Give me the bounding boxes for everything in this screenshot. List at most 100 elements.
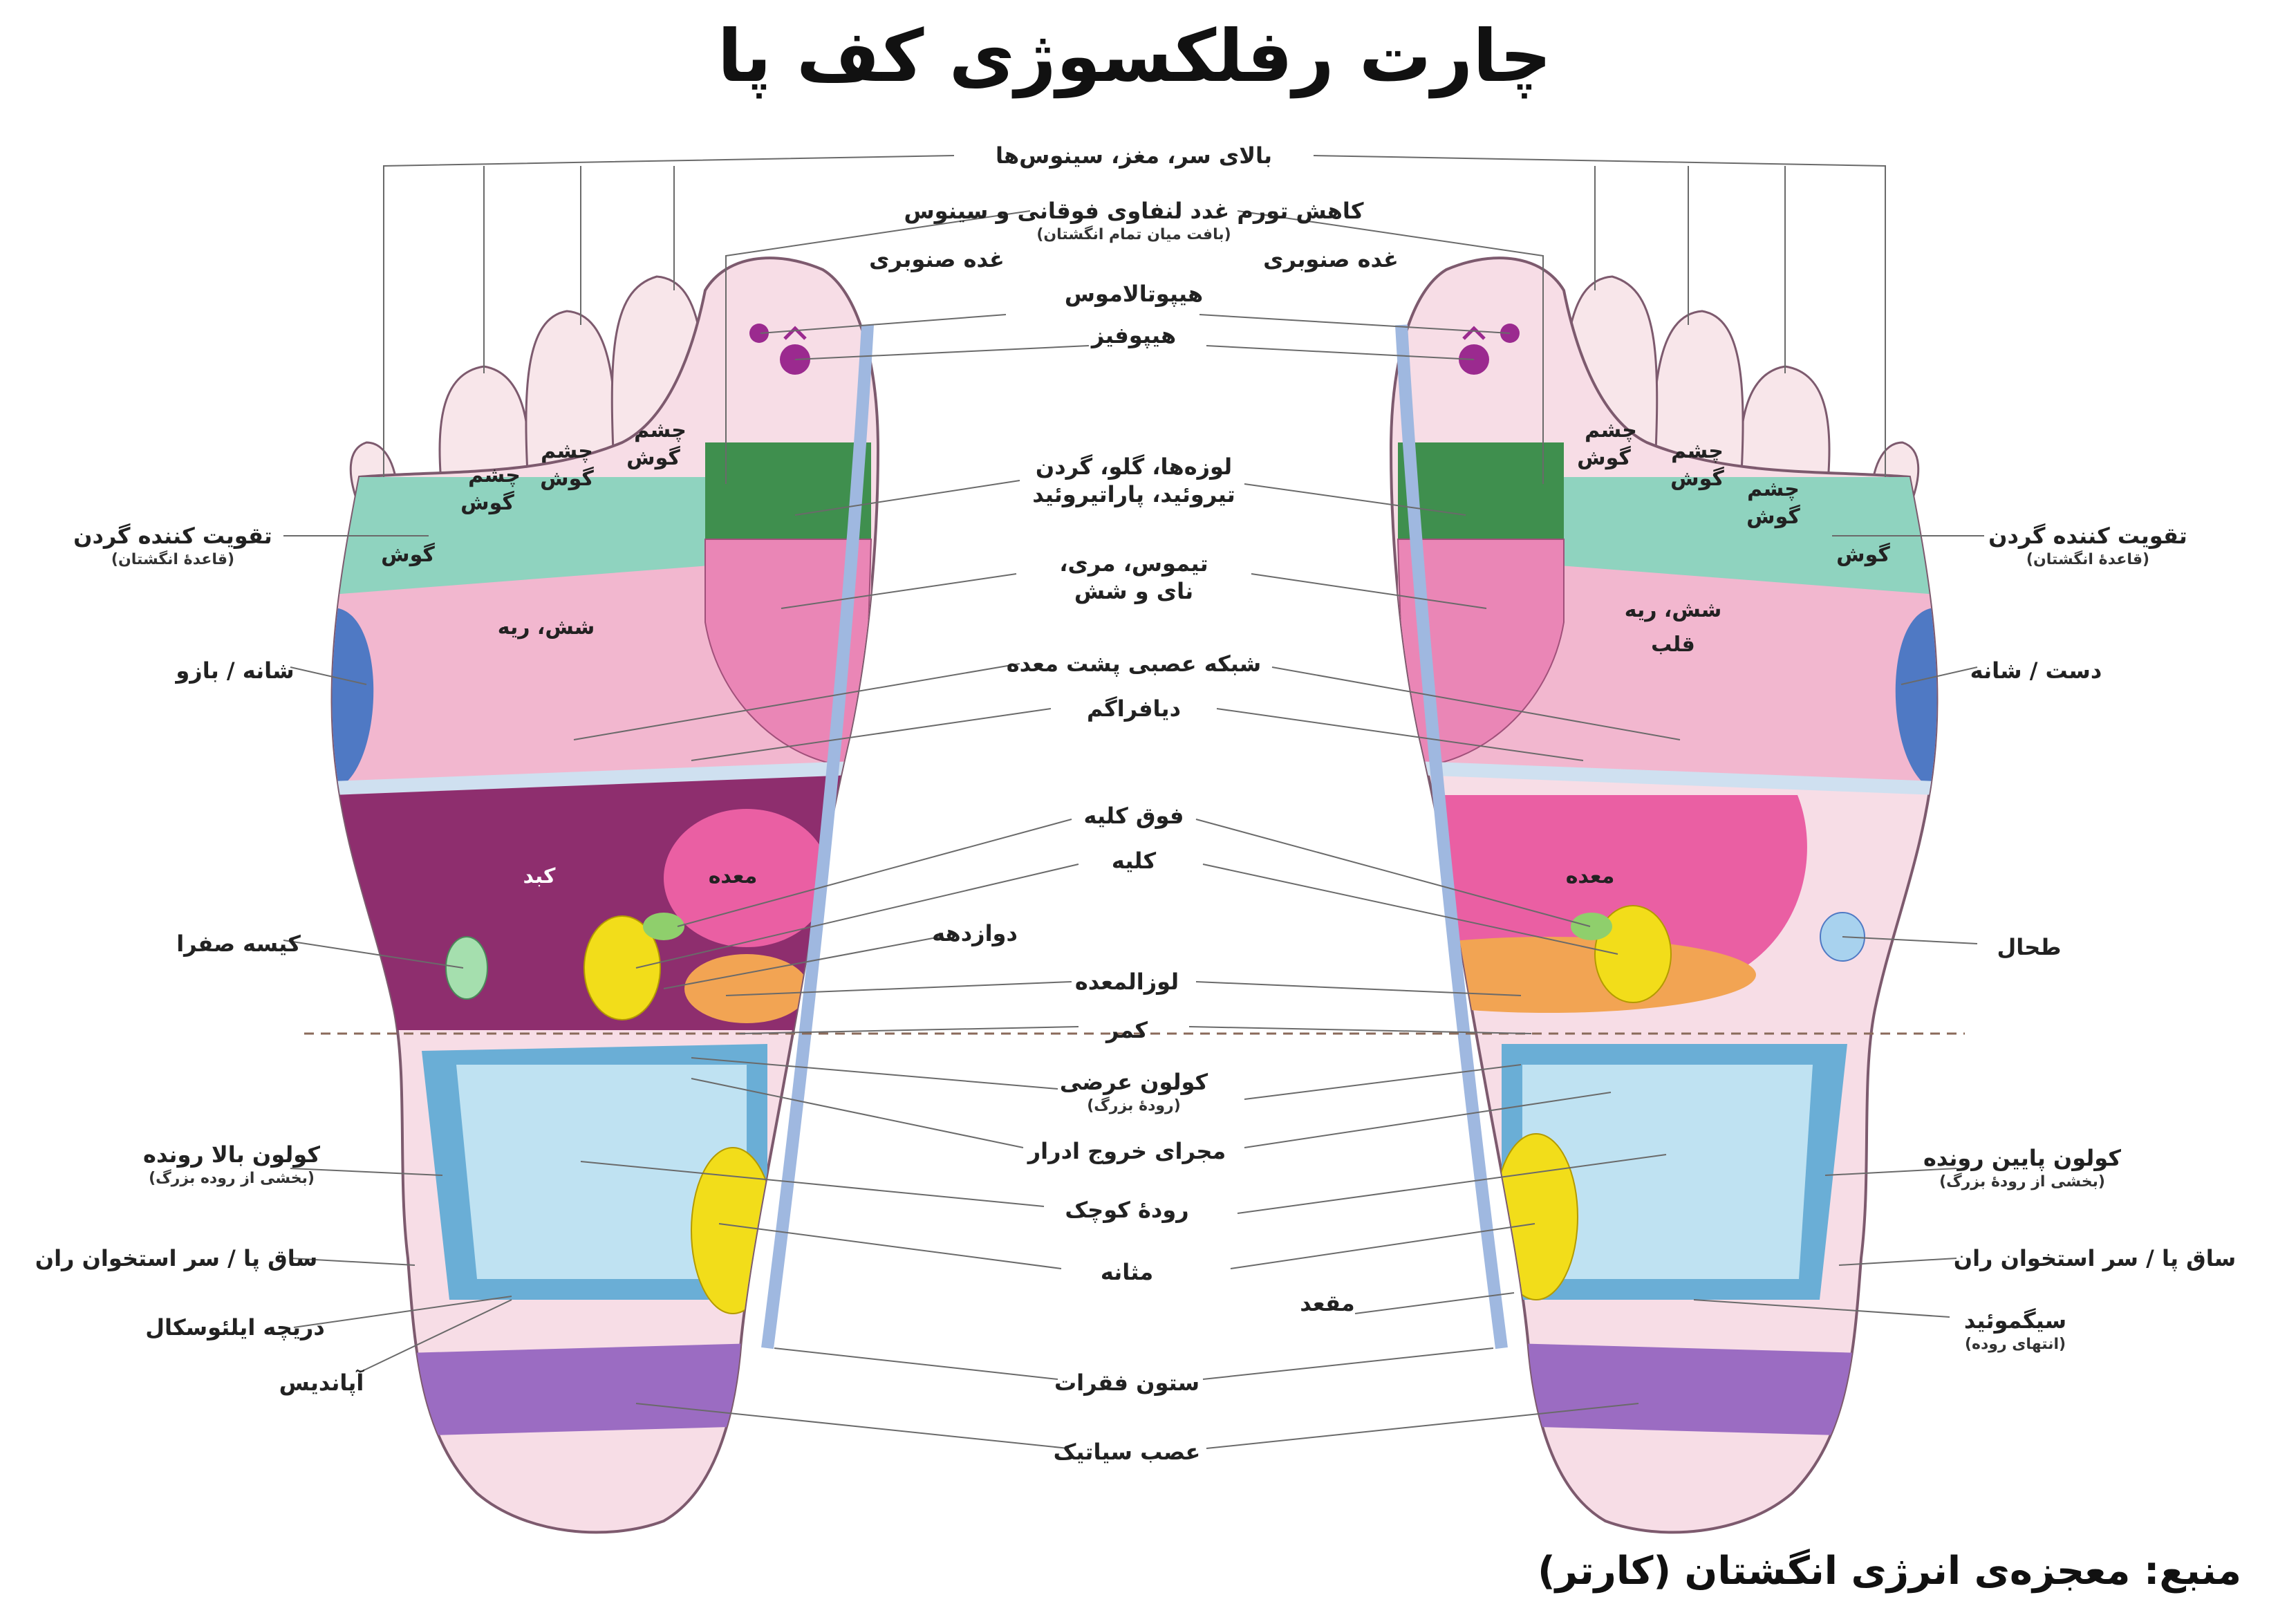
zone-ear-2: گوش (540, 467, 594, 491)
zone-liver: کبد (523, 864, 556, 888)
leader-line (1901, 666, 1978, 685)
label-hand-shoulder: دست / شانه (1970, 657, 2102, 684)
zone-ear-r2: گوش (1670, 467, 1724, 491)
leader-line (691, 1078, 1024, 1148)
leader-line (290, 1168, 443, 1176)
left-zones (332, 442, 872, 1438)
leader-line (573, 663, 1020, 740)
leader-line (691, 708, 1052, 761)
label-lymph: کاهش تورم غدد لنفاوی فوقانی و سینوس(بافت… (904, 198, 1364, 243)
label-duodenum: دوازدهه (932, 920, 1018, 946)
leader-line (1202, 1347, 1494, 1380)
label-ascending-colon: کولون بالا رونده(بخشی از روده بزرگ) (143, 1141, 320, 1187)
zone-ear-r4: گوش (1836, 543, 1890, 567)
label-sciatic: عصب سیاتیک (1053, 1439, 1201, 1465)
leader-line (283, 940, 464, 969)
leader-line (1251, 573, 1487, 609)
label-neck-helper-right: تقویت کننده گردن(قاعدهٔ انگشتان) (1988, 523, 2187, 568)
leader-line (725, 981, 1072, 996)
label-pineal-left: غده صنوبری (869, 246, 1005, 272)
label-ileocecal: دریچه ایلئوسکال (145, 1314, 325, 1341)
leader-line (1202, 864, 1618, 955)
leader-line (1237, 1154, 1667, 1214)
label-pancreas: لوزالمعده (1074, 969, 1179, 995)
leader-line (691, 1057, 1058, 1090)
zone-ear-3: گوش (460, 491, 514, 515)
leader-line (290, 666, 367, 685)
label-transverse-colon: کولون عرضی(رودهٔ بزرگ) (1059, 1069, 1208, 1114)
leader-line (794, 345, 1090, 360)
leader-line (1188, 1026, 1532, 1034)
leader-line (718, 1223, 1062, 1269)
zone-lung-left: شش، ریه (497, 615, 595, 640)
leader-line (677, 819, 1072, 927)
leader-line (1693, 1299, 1950, 1318)
label-thymus: تیموس، مری،نای و شش (1059, 550, 1208, 604)
leader-line (580, 1161, 1045, 1207)
leader-line (1206, 345, 1475, 360)
leader-line (635, 1403, 1069, 1449)
leader-line (635, 864, 1079, 969)
leader-line (739, 1026, 1079, 1034)
zone-eye-3: چشم (468, 463, 521, 487)
leader-line (1354, 1292, 1515, 1314)
right-zones (1391, 442, 1937, 1438)
zone-eye-1: چشم (634, 418, 687, 442)
bracket-line (1237, 210, 1544, 484)
label-hypothalamus: هیپوتالاموس (1064, 281, 1204, 307)
leader-line (1195, 819, 1591, 927)
label-ureter: مجرای خروج ادرار (1027, 1138, 1226, 1164)
label-spleen: طحال (1997, 934, 2062, 960)
zone-eye-2: چشم (541, 439, 593, 463)
zone-heart: قلب (1651, 633, 1695, 657)
leader-line (359, 1299, 512, 1373)
label-anus: مقعد (1300, 1290, 1355, 1316)
leader-line (1271, 666, 1681, 740)
label-neck-helper-left: تقویت کننده گردن(قاعدهٔ انگشتان) (73, 523, 272, 568)
bracket-line (725, 210, 1031, 484)
label-appendix: آپاندیس (279, 1370, 364, 1396)
source-credit: منبع: معجزه‌ی انرژی انگشتان (کارتر) (1538, 1549, 2241, 1594)
leader-line (760, 314, 1007, 334)
zone-eye-r3: چشم (1747, 477, 1800, 501)
leader-lines (283, 155, 1984, 1449)
leader-line (1244, 1064, 1522, 1100)
leader-line (1199, 314, 1511, 334)
label-pineal-right: غده صنوبری (1263, 246, 1399, 272)
leader-line (1842, 936, 1978, 944)
leader-line (1206, 1403, 1639, 1449)
leader-line (1195, 981, 1522, 996)
leader-line (1244, 483, 1466, 516)
leader-line (293, 1296, 512, 1328)
label-pituitary: هیپوفیز (1091, 322, 1177, 348)
leader-line (663, 936, 941, 989)
label-spine: ستون فقرات (1054, 1370, 1200, 1396)
label-kidney: کلیه (1111, 848, 1157, 874)
zone-eye-r1: چشم (1585, 418, 1637, 442)
bracket-line (1313, 155, 1886, 477)
leader-line (794, 480, 1020, 516)
leader-line (1230, 1223, 1535, 1269)
label-shoulder-left: شانه / بازو (176, 657, 295, 684)
zone-ear-r3: گوش (1746, 505, 1800, 529)
label-solar-plexus: شبکه عصبی پشت معده (1006, 651, 1262, 677)
label-leg-hip-right: ساق پا / سر استخوان ران (1953, 1245, 2237, 1271)
label-leg-hip-left: ساق پا / سر استخوان ران (35, 1245, 318, 1271)
label-waist: کمر (1106, 1017, 1148, 1043)
page-title: چارت رفلکسوژی کف پا (717, 14, 1552, 98)
bracket-line (383, 155, 955, 477)
leader-line (1838, 1258, 1957, 1266)
label-small-intestine: رودهٔ کوچک (1065, 1197, 1189, 1223)
label-adrenal: فوق کلیه (1083, 803, 1184, 829)
leader-line (781, 573, 1017, 609)
zone-stomach-right: معده (1565, 864, 1615, 888)
label-top-head: بالای سر، مغز، سینوس‌ها (995, 142, 1273, 169)
label-descending-colon: کولون پایین رونده(بخشی از رودهٔ بزرگ) (1923, 1145, 2121, 1191)
zone-eye-r2: چشم (1671, 439, 1724, 463)
zone-lung-right: شش، ریه (1624, 598, 1722, 622)
zone-ear-r1: گوش (1577, 446, 1631, 470)
label-sigmoid: سیگموئید(انتهای روده) (1963, 1307, 2067, 1353)
